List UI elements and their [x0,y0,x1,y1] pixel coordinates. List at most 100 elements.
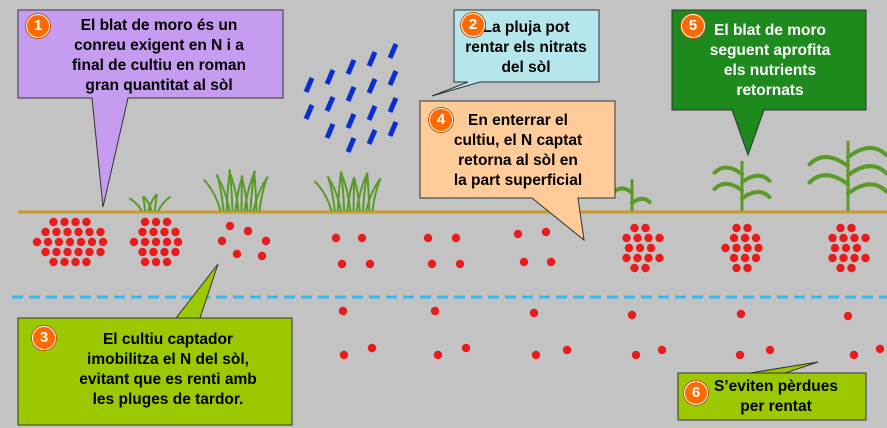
nitrate-dot [828,233,837,243]
nitrate-dot [519,257,529,267]
nitrate-dot [657,345,667,355]
nitrate-dot [641,223,650,233]
nitrate-dot [151,217,161,227]
nitrate-dot [71,257,80,267]
rain-drop [324,96,336,112]
nitrate-dot [63,247,72,257]
callout-6-number-badge: 6 [684,381,708,405]
plant-corn [712,161,772,211]
nitrate-dot [451,233,461,243]
nitrate-dot [541,227,551,237]
nitrate-dot [751,233,761,243]
nitrate-dot [732,263,741,273]
nitrate-dot [765,345,775,355]
nitrate-dot [743,263,752,273]
nitrate-dot [82,257,91,267]
nitrate-dot [721,243,730,253]
nitrate-dot [337,259,347,269]
callout-4-text: En enterrar el cultiu, el N captat retor… [453,112,583,189]
nitrate-dot [162,217,172,227]
nitrate-dot [754,243,763,253]
plant-catch-crop-grass [202,169,269,212]
nitrate-dot [631,350,641,360]
nitrate-dot [149,227,158,237]
nitrate-dot [736,309,746,319]
nitrate-dot [76,237,86,247]
callout-5-number-badge: 5 [681,14,705,38]
nitrate-dot [622,253,631,263]
callout-4-number-badge: 4 [429,108,453,132]
nitrate-dot [41,227,50,237]
nitrate-dot [732,243,741,253]
nitrate-dot [644,253,653,263]
nitrate-dot [513,229,523,239]
nitrate-dot [841,243,851,253]
nitrate-dot [140,257,150,267]
nitrate-dot [232,249,242,259]
nitrate-dot [160,227,169,237]
nitrate-dot [367,343,377,353]
nitrate-dot [60,217,69,227]
nitrate-dot [140,217,150,227]
rain-drop [387,43,399,59]
nitrate-dot [630,263,639,273]
nitrate-dot [96,247,105,257]
nitrate-dot [732,223,741,233]
nitrate-dot [630,223,639,233]
rain-drop [345,137,357,153]
nitrate-dot [735,350,745,360]
plant-corn [807,141,887,211]
rain-drop [324,69,336,85]
nitrate-dot [461,343,471,353]
nitrate-dot [171,227,180,237]
nitrate-dot [138,247,147,257]
callout-6-text: S’eviten pèrdues per rentat [713,378,839,415]
nitrate-dot [847,223,856,233]
nitrate-dot [71,217,80,227]
nitrate-dot [850,233,859,243]
nitrate-dot [743,223,752,233]
plant-catch-crop-grass [313,171,382,212]
nitrate-dot [546,257,556,267]
nitrate-dot [430,306,440,316]
nitrate-dot [729,253,739,263]
nitrate-dot [743,243,752,253]
nitrate-dot [839,253,848,263]
nitrate-dot [861,253,870,263]
nitrate-dot [32,237,42,247]
nitrate-dot [433,350,443,360]
nitrate-dot [839,233,848,243]
nitrate-dot [41,247,50,257]
nitrate-dot [357,233,367,243]
nitrate-dot [82,217,91,227]
nitrate-dot [171,247,180,257]
nitrate-dot [225,221,235,231]
nitrate-dot [849,350,859,360]
rain-drop [387,70,399,86]
nitrate-dot [627,310,637,320]
nitrate-dot [331,233,341,243]
rain-drop [345,59,357,75]
nitrate-dot [173,237,183,247]
nitrate-dot [624,243,634,253]
nitrate-dot [151,237,161,247]
nitrate-dot [641,263,650,273]
nitrate-dot [529,308,539,318]
nitrate-dot [96,227,105,237]
rain-drop [366,78,378,94]
callout-1-box [17,9,284,208]
rain-drop [303,77,315,93]
rain-drops [303,43,399,153]
nitrate-dot [87,237,97,247]
callout-3-box [17,263,293,426]
nitrate-dot [622,233,631,243]
nitrate-dot [655,253,664,263]
rain-drop [366,129,378,145]
nitrate-dot [740,233,750,243]
nitrate-dot [455,259,465,269]
nitrate-dot [243,226,253,236]
nitrate-dot [635,243,645,253]
nitrate-dot [85,247,94,257]
